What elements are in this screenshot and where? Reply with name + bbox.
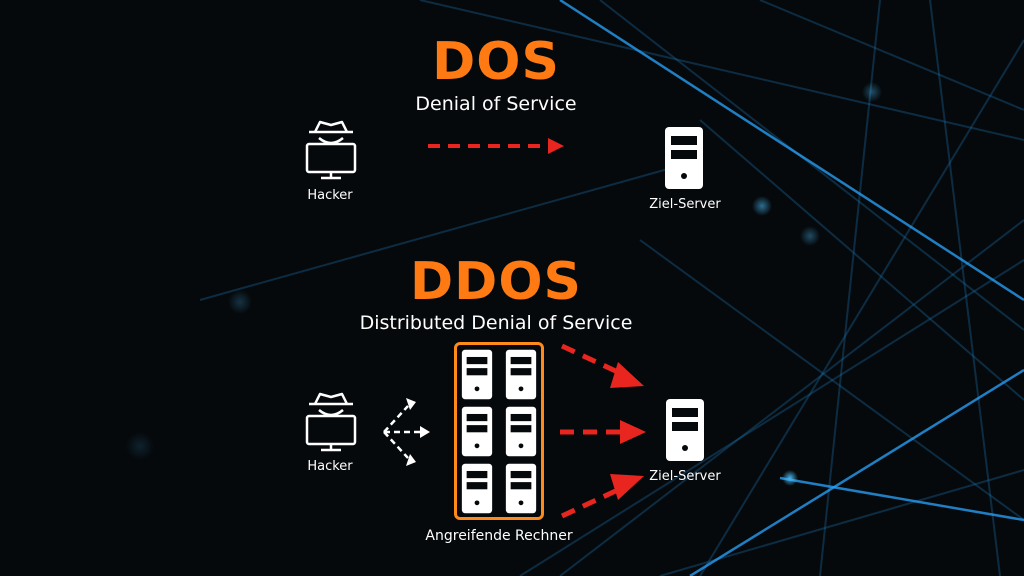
server-icon bbox=[461, 349, 493, 400]
server-icon bbox=[461, 463, 493, 514]
dos-attack-arrow bbox=[428, 138, 564, 154]
ddos-attack-arrows bbox=[560, 343, 646, 519]
attacking-computers-label: Angreifende Rechner bbox=[425, 528, 573, 544]
dos-title: DOS bbox=[432, 32, 560, 92]
ddos-hacker-label: Hacker bbox=[307, 459, 353, 474]
dos-server-label: Ziel-Server bbox=[649, 197, 721, 212]
dos-subtitle: Denial of Service bbox=[415, 93, 577, 115]
ddos-title: DDOS bbox=[410, 252, 582, 312]
ddos-server-label: Ziel-Server bbox=[649, 469, 721, 484]
server-icon bbox=[505, 406, 537, 457]
hacker-icon bbox=[305, 120, 357, 180]
dos-hacker-label: Hacker bbox=[307, 188, 353, 203]
server-icon bbox=[505, 349, 537, 400]
server-icon bbox=[665, 127, 703, 189]
server-icon bbox=[461, 406, 493, 457]
hacker-icon bbox=[305, 392, 357, 452]
split-arrow bbox=[383, 398, 430, 466]
attacking-computers-group bbox=[454, 342, 544, 520]
server-icon bbox=[666, 399, 704, 461]
server-icon bbox=[505, 463, 537, 514]
ddos-subtitle: Distributed Denial of Service bbox=[359, 312, 633, 334]
